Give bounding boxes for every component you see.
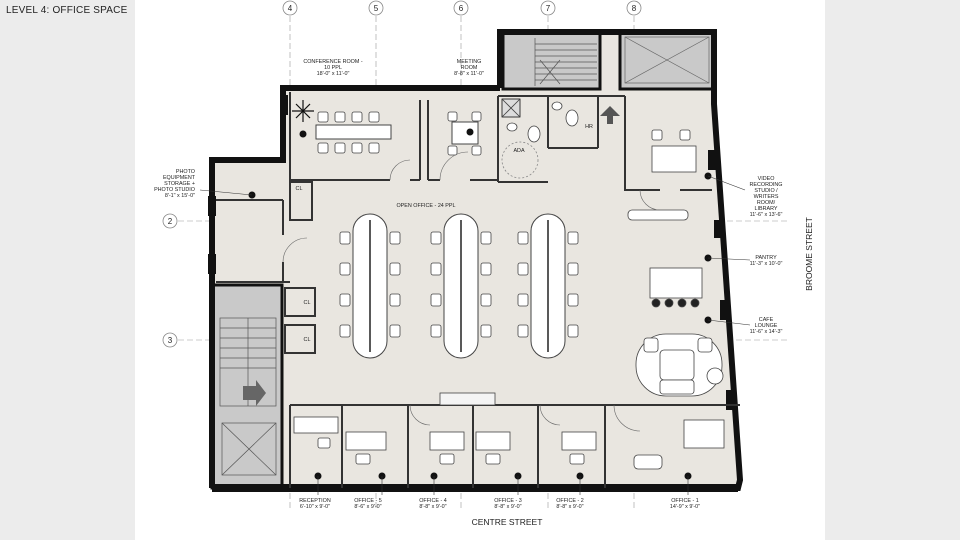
meeting-room-label: MEETING	[457, 59, 482, 65]
desk-chair	[339, 293, 351, 307]
desk-chair	[339, 324, 351, 338]
office-furniture	[293, 392, 725, 470]
pantry-furniture	[649, 267, 703, 308]
grid-bubbles	[162, 0, 642, 348]
video-room-label-5: ROOM/	[757, 200, 776, 206]
video-room-furniture	[627, 129, 697, 221]
desk-chair	[517, 293, 529, 307]
plant-icon	[292, 100, 314, 122]
hr-restroom-label: HR	[585, 124, 593, 130]
desk-chair	[517, 231, 529, 245]
meeting-table	[447, 111, 482, 156]
video-room-label-1: VIDEO	[758, 176, 775, 182]
photo-studio-label-2: EQUIPMENT	[163, 175, 196, 181]
entry-arrow-icon	[243, 380, 266, 406]
meeting-room-label-2: ROOM	[461, 65, 478, 71]
desk-chair	[567, 262, 579, 276]
photo-studio-label-1: PHOTO	[176, 169, 195, 175]
cafe-lounge-label-1: CAFE	[759, 317, 774, 323]
conference-table	[315, 111, 392, 154]
cafe-lounge-furniture	[635, 333, 724, 397]
reception-label: RECEPTION	[299, 498, 331, 504]
desk-chair	[389, 231, 401, 245]
page-title: LEVEL 4: OFFICE SPACE	[6, 5, 128, 16]
photo-studio-label-4: PHOTO STUDIO	[154, 187, 195, 193]
pantry-dimensions: 11'-3" x 10'-0"	[750, 261, 783, 267]
grid-label-3: 3	[168, 336, 173, 345]
desk-chair	[430, 231, 442, 245]
restroom-fixtures	[501, 98, 579, 179]
desk-chair	[339, 231, 351, 245]
desk-chair	[389, 324, 401, 338]
desk-chair	[389, 262, 401, 276]
stair-core-top	[501, 30, 602, 91]
grid-label-8: 8	[632, 4, 637, 13]
label-leader-lines	[199, 175, 751, 495]
left-margin-panel	[0, 0, 135, 540]
desk-chair	[517, 324, 529, 338]
office-2-dimensions: 8'-8" x 9'-0"	[556, 504, 583, 510]
conference-room-capacity: 10 PPL	[324, 65, 342, 71]
open-office-label: OPEN OFFICE - 24 PPL	[396, 203, 455, 209]
desk-chair	[567, 293, 579, 307]
office-2-label: OFFICE - 2	[556, 498, 584, 504]
door-swings	[282, 151, 661, 432]
office-5-label: OFFICE - 5	[354, 498, 382, 504]
desk-chair	[430, 324, 442, 338]
conference-room-dimensions: 18'-0" x 11'-0"	[317, 71, 350, 77]
interior-partitions	[216, 92, 740, 488]
video-room-dimensions: 11'-6" x 13'-6"	[750, 212, 783, 218]
desk-chair	[480, 231, 492, 245]
desk-chair	[567, 324, 579, 338]
office-1-label: OFFICE - 1	[671, 498, 699, 504]
desk-chair	[339, 262, 351, 276]
grid-label-6: 6	[459, 4, 464, 13]
desk-chair	[480, 324, 492, 338]
right-margin-panel	[825, 0, 960, 540]
pantry-label: PANTRY	[755, 255, 777, 261]
grid-label-4: 4	[288, 4, 293, 13]
broome-street-label: BROOME STREET	[804, 217, 814, 291]
reception-dimensions: 6'-10" x 9'-0"	[300, 504, 330, 510]
office-4-dimensions: 8'-8" x 9'-0"	[419, 504, 446, 510]
stair-treads-left	[219, 317, 277, 476]
office-1-dimensions: 14'-9" x 9'-0"	[670, 504, 700, 510]
desk-chair	[389, 293, 401, 307]
meeting-room-dimensions: 8'-8" x 11'-0"	[454, 71, 484, 77]
office-5-dimensions: 8'-6" x 9'-0"	[354, 504, 381, 510]
closet-label-2: CL	[304, 300, 311, 306]
closet-label-1: CL	[296, 186, 303, 192]
conference-room-label: CONFERENCE ROOM -	[303, 59, 363, 65]
wall-piers	[208, 95, 734, 410]
cafe-lounge-label-2: LOUNGE	[755, 323, 778, 329]
desk-chair	[480, 293, 492, 307]
desk-chair	[480, 262, 492, 276]
grid-label-2: 2	[168, 217, 173, 226]
video-room-label-2: RECORDING	[750, 182, 783, 188]
stair-treads-top	[534, 38, 597, 86]
cafe-lounge-dimensions: 11'-6" x 14'-3"	[750, 329, 783, 335]
desk-chair	[430, 262, 442, 276]
closet-label-3: CL	[304, 337, 311, 343]
photo-studio-label-3: STORAGE +	[164, 181, 195, 187]
office-3-dimensions: 8'-8" x 9'-0"	[494, 504, 521, 510]
elevator-cross-top	[624, 36, 710, 84]
up-arrow-icon	[600, 106, 620, 124]
video-room-label-3: STUDIO /	[754, 188, 778, 194]
ada-restroom-label: ADA	[513, 148, 524, 154]
elevator-shaft-top	[618, 30, 716, 91]
photo-studio-dimensions: 8'-1" x 15'-0"	[165, 193, 195, 199]
desk-chair	[567, 231, 579, 245]
grid-label-5: 5	[374, 4, 379, 13]
grid-label-7: 7	[546, 4, 551, 13]
desk-chair	[517, 262, 529, 276]
video-room-label-4: WRITERS	[754, 194, 779, 200]
centre-street-label: CENTRE STREET	[472, 517, 543, 527]
office-3-label: OFFICE - 3	[494, 498, 522, 504]
open-office-benches	[339, 213, 579, 359]
desk-chair	[430, 293, 442, 307]
video-room-label-6: LIBRARY	[755, 206, 778, 212]
office-4-label: OFFICE - 4	[419, 498, 447, 504]
